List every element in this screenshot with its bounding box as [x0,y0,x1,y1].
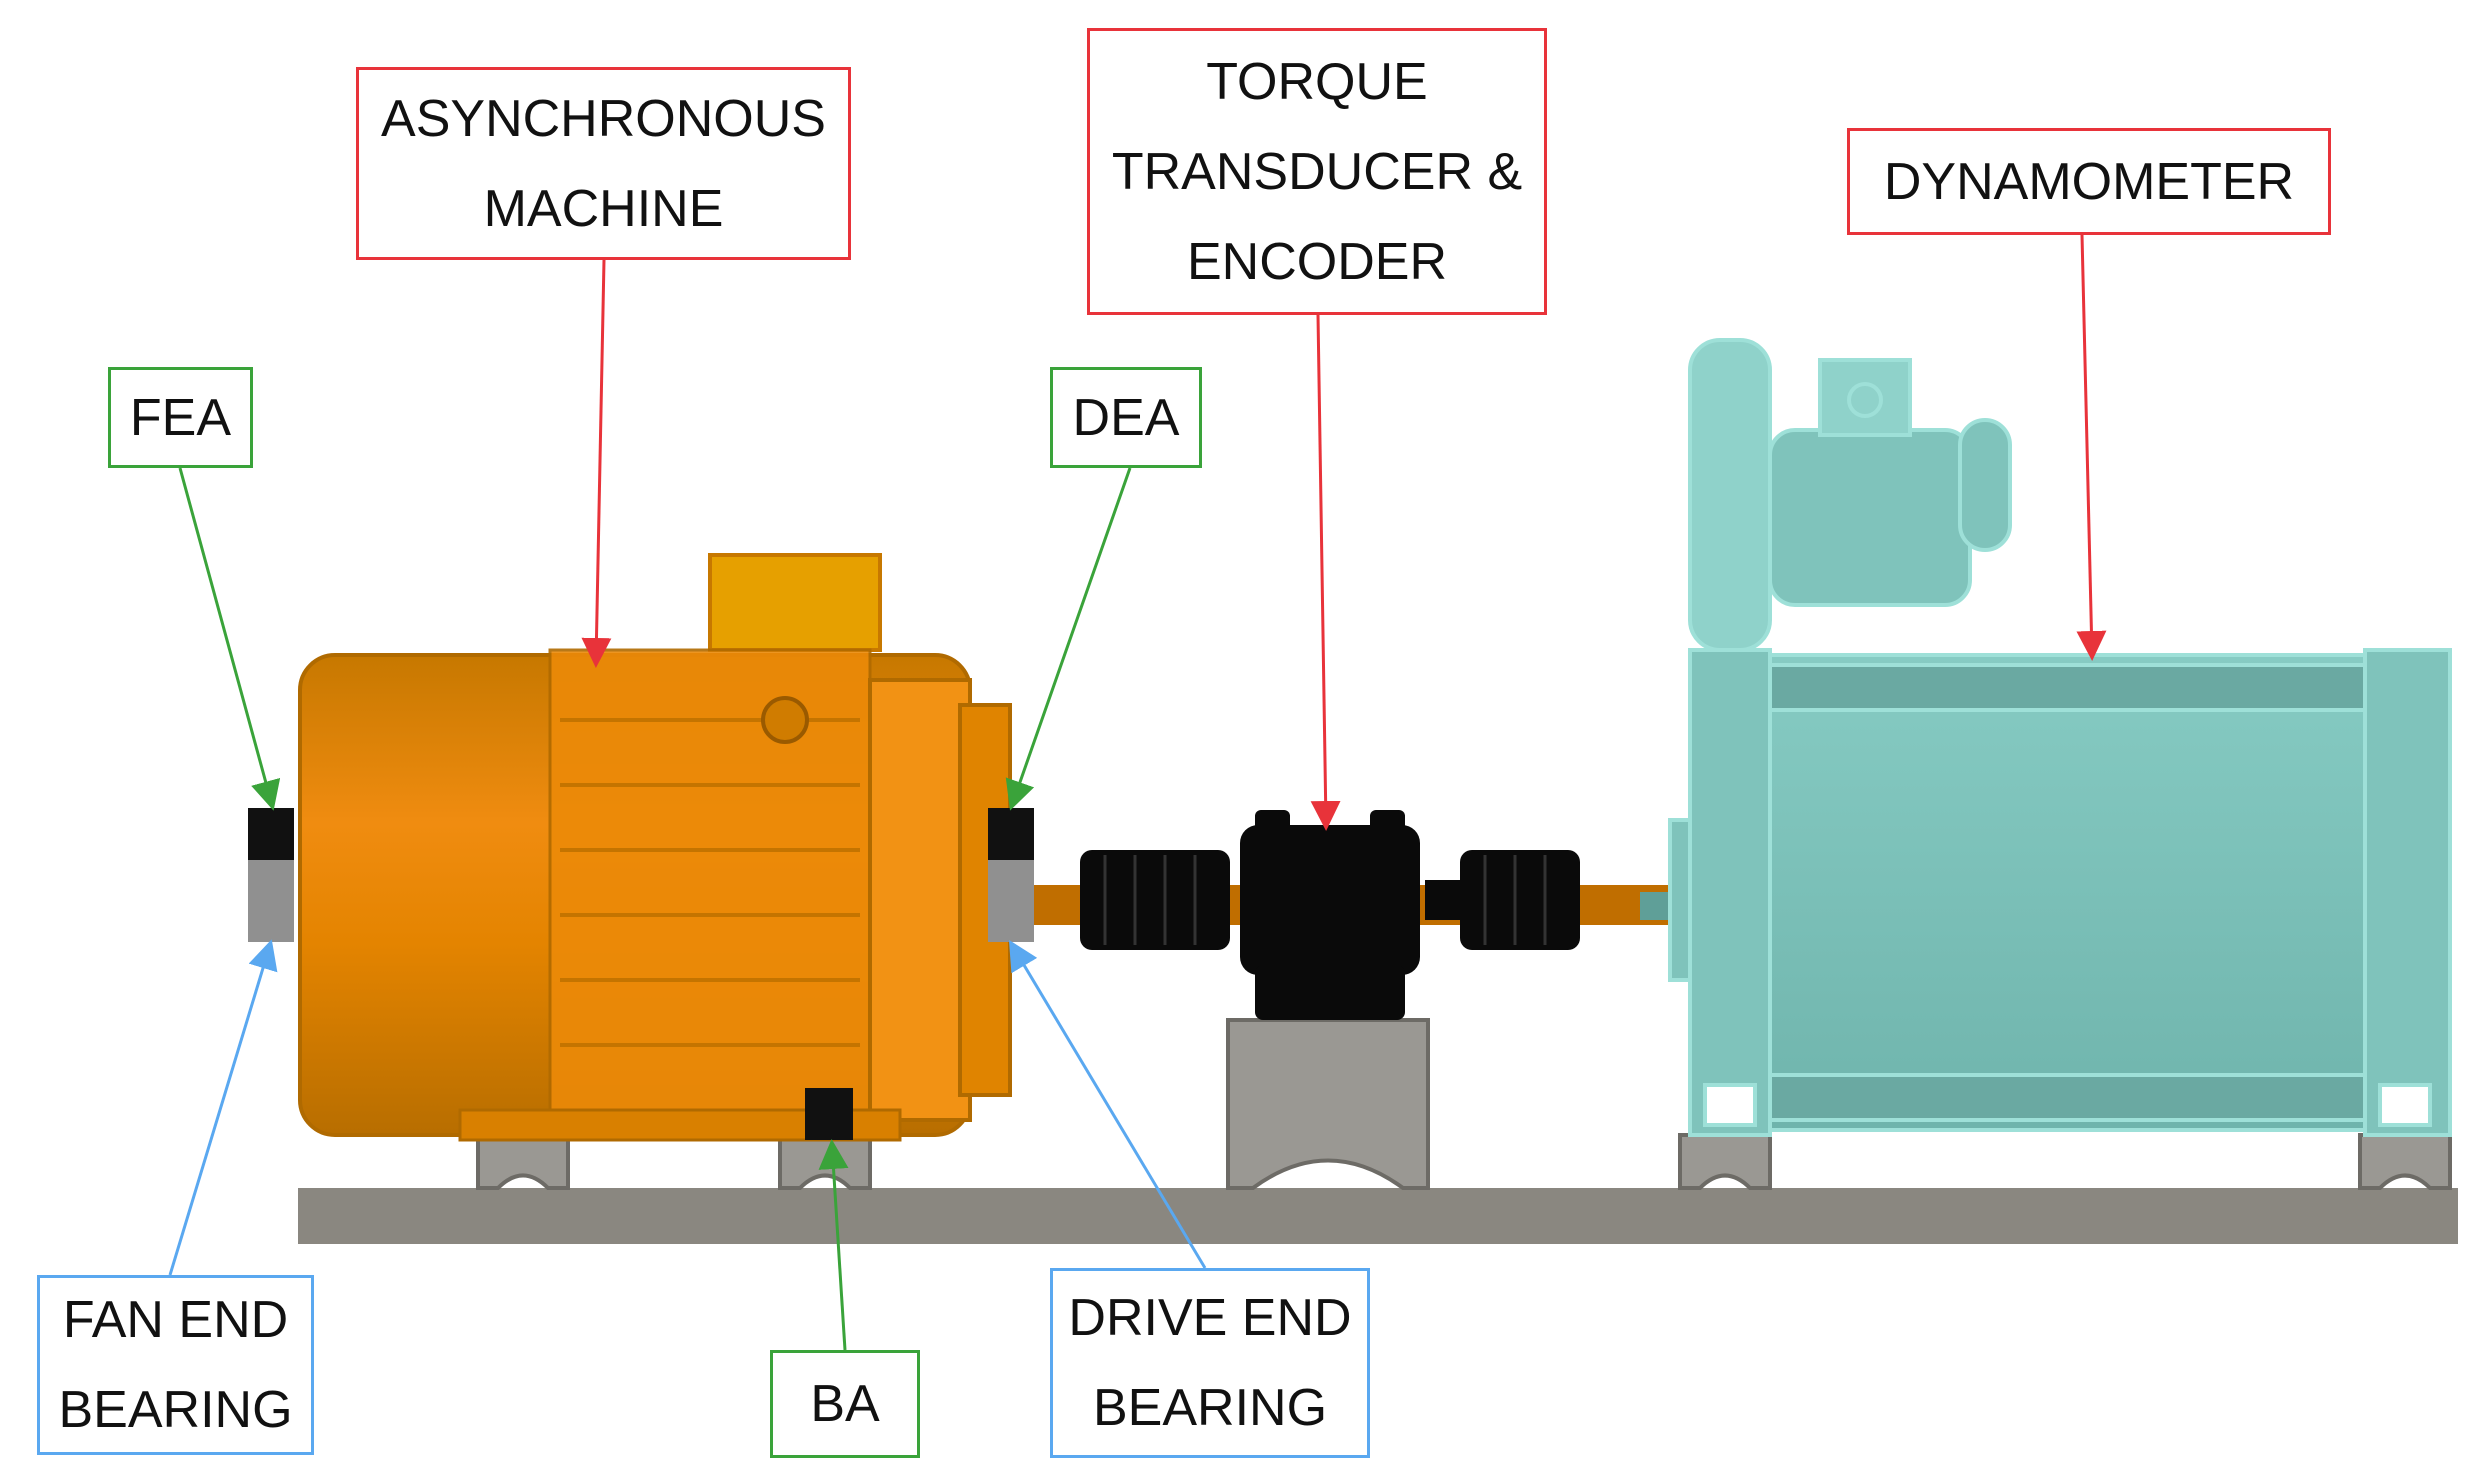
ba-sensor [805,1088,853,1140]
dea-sensor [988,808,1034,942]
fan-end-bearing-label: FAN END BEARING [37,1275,314,1455]
pointer-arrows [168,234,2107,1351]
transducer-stand [1226,1018,1430,1190]
dynamometer [1668,338,2452,1137]
torque-transducer [1080,810,1580,1020]
fea-label: FEA [108,367,253,468]
dynamometer-label: DYNAMOMETER [1847,128,2331,235]
drive-end-bearing-label: DRIVE END BEARING [1050,1268,1370,1458]
ba-label: BA [770,1350,920,1458]
dea-label: DEA [1050,367,1202,468]
asynchronous-machine-label: ASYNCHRONOUS MACHINE [356,67,851,260]
dynamometer-feet [1678,1133,2452,1190]
base-rail [298,1188,2458,1244]
asynchronous-machine [298,553,1012,1142]
torque-transducer-label: TORQUE TRANSDUCER & ENCODER [1087,28,1547,315]
fea-sensor [248,808,294,942]
